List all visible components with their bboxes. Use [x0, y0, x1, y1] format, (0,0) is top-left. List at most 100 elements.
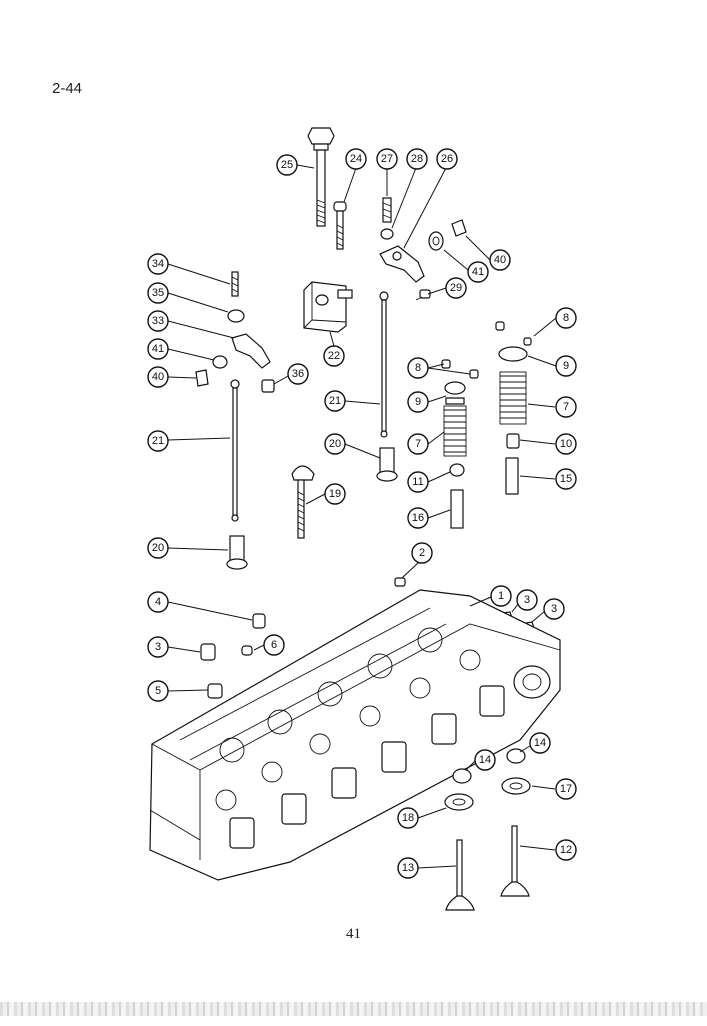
- part-nut-29: [415, 289, 431, 301]
- part-valve-spring-center: [441, 359, 479, 529]
- callout-label: 3: [155, 641, 161, 653]
- callout-24: 24: [345, 148, 367, 170]
- callout-21: 21: [324, 390, 346, 412]
- callout-label: 5: [155, 685, 161, 697]
- figure-number: 41: [346, 926, 361, 942]
- part-rocker-support-22: [303, 281, 353, 333]
- callout-label: 14: [534, 737, 546, 749]
- callout-40: 40: [489, 249, 511, 271]
- callout-8: 8: [407, 357, 429, 379]
- part-washers-40-41: [428, 219, 467, 251]
- callout-11: 11: [407, 471, 429, 493]
- callout-3: 3: [516, 589, 538, 611]
- callout-9: 9: [555, 355, 577, 377]
- callout-label: 15: [560, 473, 572, 485]
- part-adjusting-screw-27: [380, 197, 394, 240]
- callout-20: 20: [147, 537, 169, 559]
- part-cylinder-head-1: [149, 589, 561, 881]
- callout-label: 20: [329, 438, 341, 450]
- callout-27: 27: [376, 148, 398, 170]
- part-valve-spring-right: [495, 321, 532, 495]
- callout-41: 41: [147, 338, 169, 360]
- callout-40: 40: [147, 366, 169, 388]
- callout-label: 40: [152, 371, 164, 383]
- callout-label: 1: [498, 590, 504, 602]
- callout-label: 11: [412, 476, 423, 488]
- callout-label: 21: [152, 435, 164, 447]
- part-rocker-arm-26: [379, 245, 425, 283]
- callout-17: 17: [555, 778, 577, 800]
- callout-20: 20: [324, 433, 346, 455]
- callout-7: 7: [407, 433, 429, 455]
- callout-label: 40: [494, 254, 506, 266]
- callout-label: 18: [402, 812, 414, 824]
- callout-label: 20: [152, 542, 164, 554]
- callout-7: 7: [555, 396, 577, 418]
- callout-41: 41: [467, 261, 489, 283]
- callout-label: 8: [563, 312, 569, 324]
- scan-artifact-band: [0, 1002, 707, 1016]
- callout-1: 1: [490, 585, 512, 607]
- callout-22: 22: [323, 345, 345, 367]
- callout-6: 6: [263, 634, 285, 656]
- part-screw-24: [333, 201, 347, 250]
- leader-lines: [167, 164, 557, 869]
- callout-label: 4: [155, 596, 161, 608]
- callout-label: 8: [415, 362, 421, 374]
- page-number: 2-44: [52, 80, 83, 97]
- callout-label: 33: [152, 315, 164, 327]
- callout-label: 6: [271, 639, 277, 651]
- callout-label: 25: [281, 159, 293, 171]
- callout-29: 29: [445, 277, 467, 299]
- callout-label: 28: [411, 153, 423, 165]
- callout-26: 26: [436, 148, 458, 170]
- part-tappet-20-left: [226, 535, 248, 570]
- callout-2: 2: [411, 542, 433, 564]
- part-push-rod-21-left: [230, 379, 240, 522]
- part-bolt-19: [291, 465, 315, 539]
- callout-label: 9: [415, 396, 421, 408]
- callout-label: 3: [524, 594, 530, 606]
- callout-label: 35: [152, 287, 164, 299]
- callout-33: 33: [147, 310, 169, 332]
- callout-3: 3: [147, 636, 169, 658]
- callout-14: 14: [529, 732, 551, 754]
- callout-28: 28: [406, 148, 428, 170]
- callout-label: 13: [402, 862, 414, 874]
- callout-label: 24: [350, 153, 362, 165]
- callout-13: 13: [397, 857, 419, 879]
- callout-15: 15: [555, 468, 577, 490]
- callout-12: 12: [555, 839, 577, 861]
- callout-label: 21: [329, 395, 341, 407]
- callout-label: 7: [563, 401, 569, 413]
- callout-9: 9: [407, 391, 429, 413]
- callout-4: 4: [147, 591, 169, 613]
- callout-label: 36: [292, 368, 304, 380]
- callout-label: 7: [415, 438, 421, 450]
- callout-5: 5: [147, 680, 169, 702]
- callout-21: 21: [147, 430, 169, 452]
- callout-label: 27: [381, 153, 393, 165]
- callout-label: 16: [412, 512, 424, 524]
- callout-label: 9: [563, 360, 569, 372]
- callout-label: 41: [472, 266, 484, 278]
- part-rocker-arm-33-set: [195, 271, 275, 393]
- callout-label: 3: [551, 603, 557, 615]
- callout-19: 19: [324, 483, 346, 505]
- callout-label: 22: [328, 350, 340, 362]
- callout-25: 25: [276, 154, 298, 176]
- callout-10: 10: [555, 433, 577, 455]
- callout-36: 36: [287, 363, 309, 385]
- callout-label: 14: [479, 754, 491, 766]
- callout-label: 10: [560, 438, 572, 450]
- callout-label: 2: [419, 547, 425, 559]
- callout-label: 17: [560, 783, 572, 795]
- callout-label: 34: [152, 258, 164, 270]
- callout-label: 19: [329, 488, 341, 500]
- callout-18: 18: [397, 807, 419, 829]
- part-push-rod-21-center: [379, 291, 389, 438]
- callout-8: 8: [555, 307, 577, 329]
- part-tappet-20-center: [376, 447, 398, 482]
- callout-3: 3: [543, 598, 565, 620]
- part-bolt-25: [307, 127, 335, 227]
